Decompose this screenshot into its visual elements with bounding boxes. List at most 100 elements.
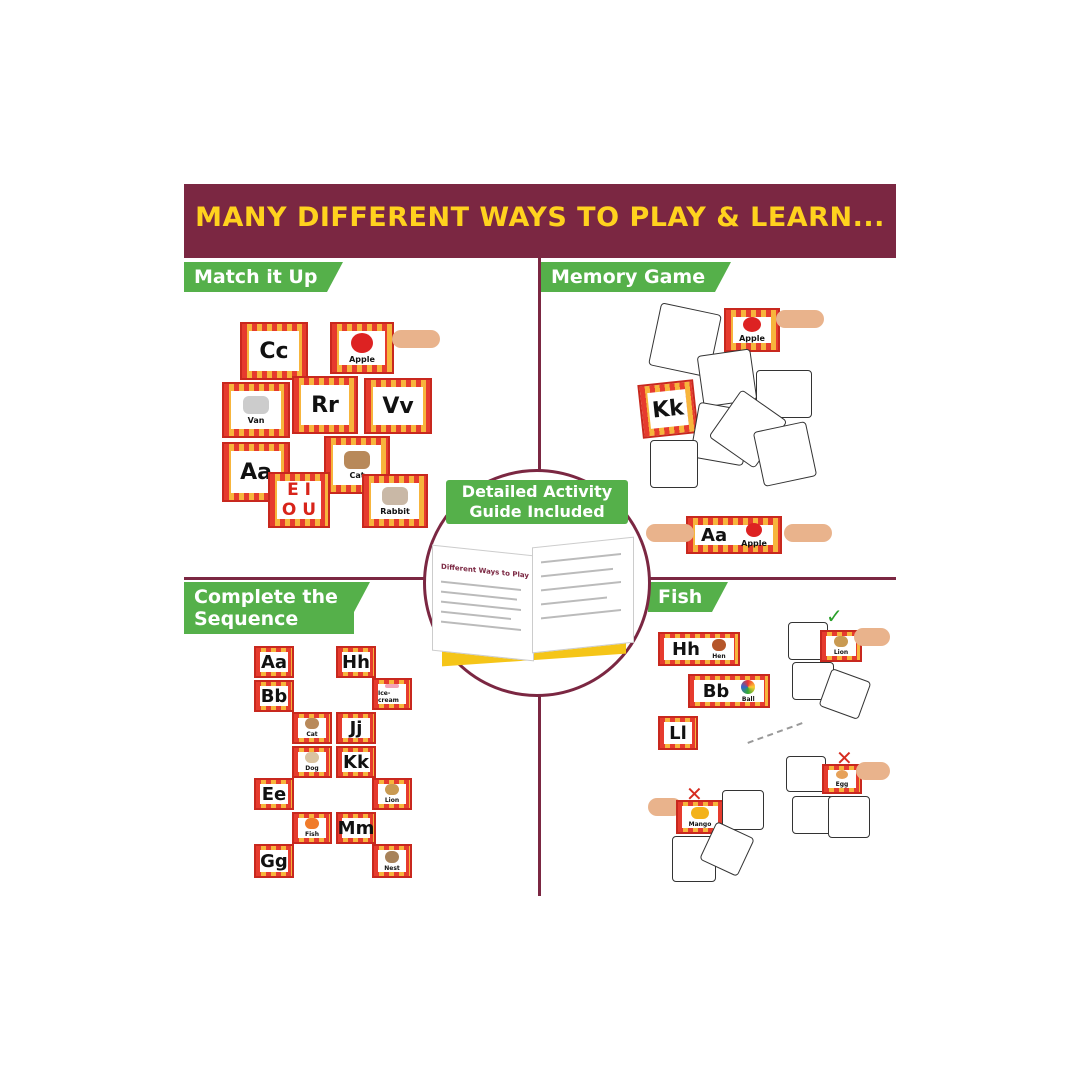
seq-aa-text: Aa [260,651,288,673]
seq-card-gg: Gg [254,844,294,878]
booklet-text-line [441,600,521,611]
match-card-cc: Cc [240,322,308,380]
match-card-cc-text: Cc [249,331,299,371]
check-mark-icon: ✓ [826,604,843,628]
memory-apple2-caption: Apple [741,538,767,548]
booklet-title: Different Ways to Play [441,562,529,580]
match-cat-caption: Cat [349,470,365,480]
guide-label-line1: Detailed Activity [461,482,613,501]
seq-cat-caption: Cat [306,731,318,738]
title-banner: MANY DIFFERENT WAYS TO PLAY & LEARN... [184,184,896,258]
seq-card-cat: Cat [292,712,332,744]
memory-blank-card [650,440,698,488]
match-card-aa: Aa [222,442,290,502]
memory-apple-caption: Apple [739,334,765,343]
seq-dog-caption: Dog [305,765,319,772]
fish-bb-text: Bb [702,680,730,702]
ball-icon [741,679,756,694]
seq-fish-caption: Fish [305,831,319,838]
lion-icon [834,636,848,647]
match-card-rabbit: Rabbit [362,474,428,528]
apple-icon [746,522,763,537]
match-card-cat: Cat [324,436,390,494]
seq-card-aa: Aa [254,646,294,678]
guide-label-line2: Guide Included [469,502,605,521]
fish-ll-text: Ll [664,722,692,744]
fish-hen-caption: Hen [712,652,726,660]
hand-icon [648,798,682,816]
fish-hh-text: Hh [672,638,700,660]
fish-label: Fish [648,582,729,612]
seq-card-lion: Lion [372,778,412,810]
dog-icon [305,752,319,763]
fish-egg-caption: Egg [835,781,849,788]
complete-sequence-line1: Complete the [194,586,338,608]
fish-mango-caption: Mango [688,820,712,828]
seq-card-nest: Nest [372,844,412,878]
mango-icon [691,806,709,819]
match-card-vv-text: Vv [373,387,423,425]
fish-ball-caption: Ball [741,695,755,703]
seq-card-bb: Bb [254,680,294,712]
seq-bb-text: Bb [260,685,288,707]
seq-gg-text: Gg [260,850,288,872]
seq-mm-text: Mm [337,817,375,839]
activity-guide-label: Detailed Activity Guide Included [446,480,628,524]
seq-card-jj: Jj [336,712,376,744]
memory-card-kk: Kk [637,379,699,439]
cat-icon [344,450,370,469]
fish-card-egg: Egg [822,764,862,794]
ice-cream-icon [385,684,399,688]
seq-nest-caption: Nest [384,864,400,872]
seq-icecream-caption: Ice-cream [378,690,399,704]
complete-sequence-label: Complete the Sequence [184,582,370,634]
match-apple-caption: Apple [349,354,375,364]
memory-card-apple: Apple [724,308,780,352]
activity-guide-booklet: Different Ways to Play [432,536,636,667]
hand-icon [854,628,890,646]
booklet-text-line [441,620,521,631]
lion-icon [385,784,399,795]
van-icon [243,395,269,414]
booklet-right-page [532,536,634,654]
hand-icon [646,524,694,542]
apple-icon [743,317,761,332]
vowels-bottom: O U [281,500,317,520]
play-infographic: MANY DIFFERENT WAYS TO PLAY & LEARN... M… [184,184,896,896]
fish-lion-caption: Lion [833,649,849,656]
hand-icon [784,524,832,542]
booklet-text-line [541,553,621,564]
seq-kk-text: Kk [342,751,370,773]
seq-card-kk: Kk [336,746,376,778]
booklet-text-line [541,567,613,578]
match-rabbit-caption: Rabbit [380,506,410,516]
match-card-van: Van [222,382,290,438]
rabbit-icon [382,486,408,505]
hen-icon [711,638,726,651]
seq-card-dog: Dog [292,746,332,778]
fish-card-ll: Ll [658,716,698,750]
seq-ee-text: Ee [260,783,288,805]
banner-title: MANY DIFFERENT WAYS TO PLAY & LEARN... [195,202,885,233]
fish-icon [305,818,319,829]
seq-jj-text: Jj [342,718,370,739]
seq-card-mm: Mm [336,812,376,844]
match-card-aa-text: Aa [231,451,281,493]
match-card-vv: Vv [364,378,432,434]
hand-icon [392,330,440,348]
fish-blank-card [786,756,826,792]
hand-icon [856,762,890,780]
match-van-caption: Van [247,415,265,425]
booklet-text-line [441,580,521,591]
seq-card-ee: Ee [254,778,294,810]
dashed-arrow [747,722,803,744]
match-card-apple: Apple [330,322,394,374]
vowels-top: E I [287,480,311,500]
memory-card-kk-text: Kk [647,389,689,429]
match-card-rr: Rr [292,376,358,434]
memory-blank-card [752,420,818,488]
